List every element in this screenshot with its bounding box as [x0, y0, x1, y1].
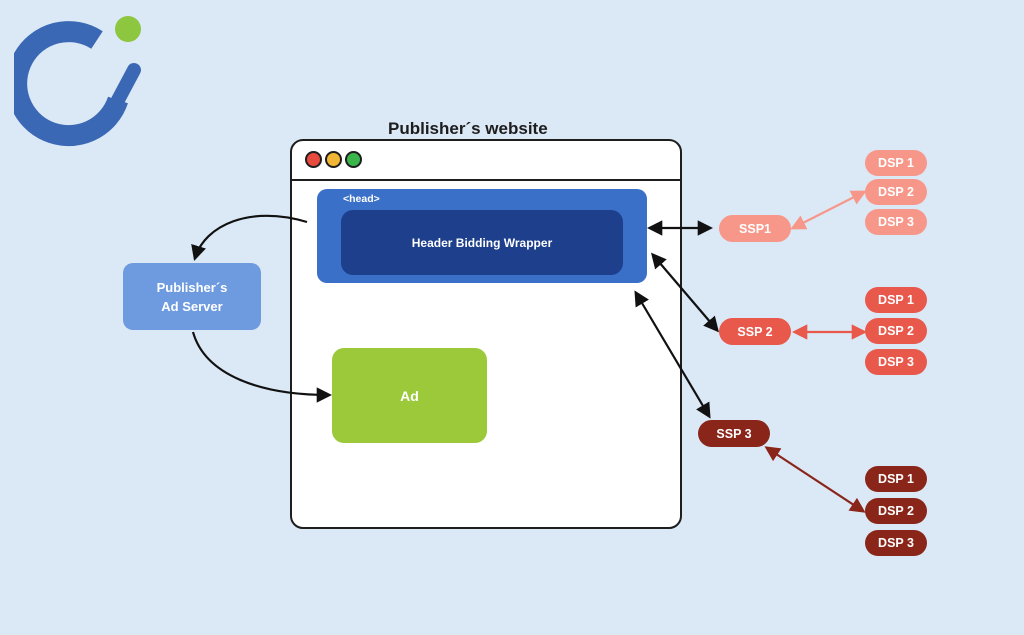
browser-toolbar-divider: [292, 179, 680, 181]
arrow-wrapper-ssp3: [634, 290, 711, 419]
ad-slot: Ad: [332, 348, 487, 443]
arrow-ssp3-dsp: [764, 446, 866, 513]
dsp-group3-dsp3: DSP 3: [865, 530, 927, 556]
arrow-head-to-adserver: [191, 214, 308, 261]
dsp-group2-dsp1: DSP 1: [865, 287, 927, 313]
ssp-2: SSP 2: [719, 318, 791, 345]
arrow-adserver-to-ad: [191, 331, 333, 403]
dsp-group1-dsp1: DSP 1: [865, 150, 927, 176]
dsp-group3-dsp2: DSP 2: [865, 498, 927, 524]
window-close-dot: [305, 151, 322, 168]
window-maximize-dot: [345, 151, 362, 168]
ssp-1: SSP1: [719, 215, 791, 242]
ssp-3: SSP 3: [698, 420, 770, 447]
arrow-ssp1-dsp: [790, 190, 867, 230]
brand-logo: [14, 16, 141, 147]
ad-server-line-1: Publisher´s: [156, 279, 228, 295]
ad-server-line-2: Ad Server: [161, 298, 223, 314]
dsp-group2-dsp2: DSP 2: [865, 318, 927, 344]
window-minimize-dot: [325, 151, 342, 168]
header-bidding-wrapper: Header Bidding Wrapper: [341, 210, 623, 275]
dsp-group1-dsp2: DSP 2: [865, 179, 927, 205]
dsp-group1-dsp3: DSP 3: [865, 209, 927, 235]
dsp-group3-dsp1: DSP 1: [865, 466, 927, 492]
publisher-ad-server: Publisher´s Ad Server: [123, 263, 261, 330]
dsp-group2-dsp3: DSP 3: [865, 349, 927, 375]
arrow-wrapper-ssp2: [651, 252, 719, 333]
diagram-title: Publisher´s website: [388, 119, 548, 138]
head-section: <head> Header Bidding Wrapper: [317, 189, 647, 283]
head-label: <head>: [343, 193, 380, 205]
